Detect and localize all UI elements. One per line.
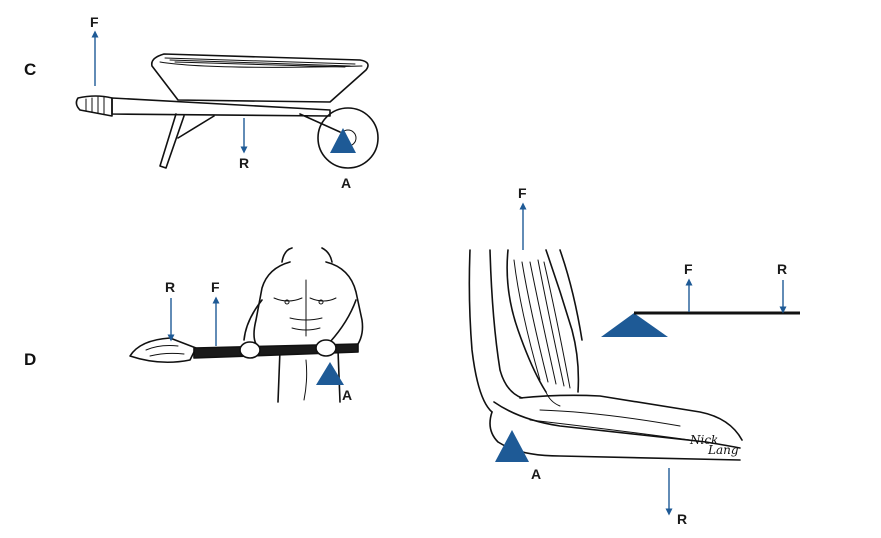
elbow-arm-drawing (468, 249, 743, 461)
artist-signature-last: Lang (707, 443, 739, 457)
schematic-force-label: F (684, 261, 693, 277)
panel-d-letter: D (24, 350, 36, 369)
axis-fulcrum-icon (330, 128, 356, 153)
panel-c-letter: C (24, 60, 36, 79)
axis-label: A (531, 466, 541, 482)
axis-label: A (341, 175, 351, 191)
lever-schematic: F R (601, 261, 800, 337)
resistance-label: R (677, 511, 687, 527)
axis-label: A (342, 387, 352, 403)
person-with-shovel-drawing (129, 247, 364, 403)
force-label: F (90, 14, 99, 30)
schematic-fulcrum-icon (601, 313, 668, 337)
axis-fulcrum-icon (316, 362, 344, 385)
panel-d: D (24, 247, 364, 403)
force-label: F (518, 185, 527, 201)
force-label: F (211, 279, 220, 295)
artist-signature-first: Nick (689, 433, 718, 447)
panel-c: C F R A (24, 14, 379, 191)
panel-elbow: Nick Lang F R A F R (468, 185, 800, 527)
axis-fulcrum-icon (495, 430, 529, 462)
schematic-resistance-label: R (777, 261, 787, 277)
resistance-label: R (239, 155, 249, 171)
resistance-label: R (165, 279, 175, 295)
